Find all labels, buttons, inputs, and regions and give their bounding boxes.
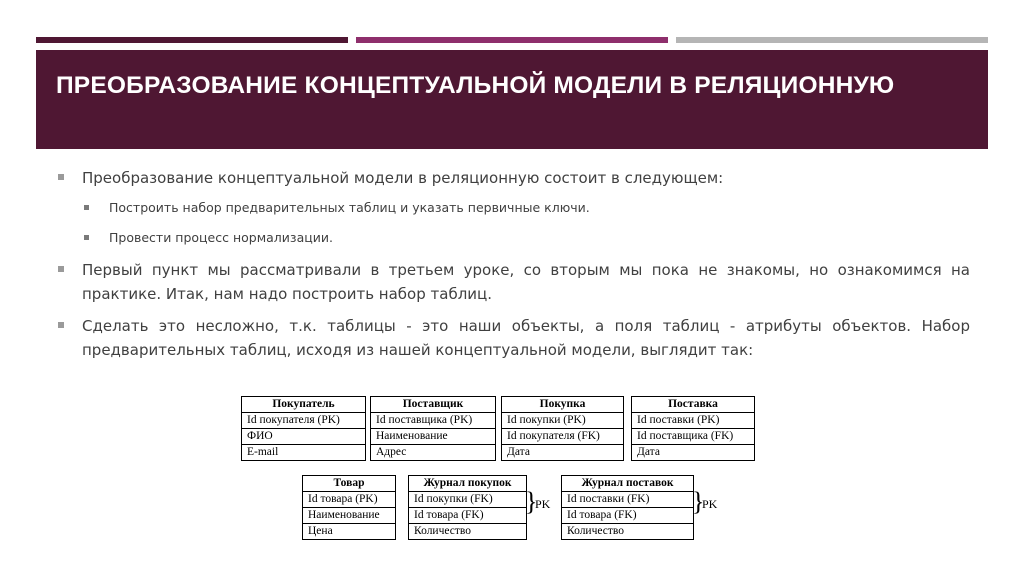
pk-label: PK	[535, 497, 551, 511]
table-field: Id поставщика (FK)	[632, 428, 754, 444]
bullet-3-text: Сделать это несложно, т.к. таблицы - это…	[82, 317, 970, 359]
table-field: Наименование	[371, 428, 495, 444]
pk-brace-icon: }	[525, 487, 538, 516]
table-header: Покупка	[539, 398, 586, 410]
table-field: Адрес	[371, 444, 495, 460]
sub-bullet-1-text: Построить набор предварительных таблиц и…	[109, 200, 590, 215]
table-field: Id покупки (FK)	[409, 491, 526, 507]
bullet-square-icon	[84, 235, 89, 240]
bullet-square-icon	[58, 322, 64, 328]
bullet-1-text: Преобразование концептуальной модели в р…	[82, 169, 724, 187]
bullet-2-text: Первый пункт мы рассматривали в третьем …	[82, 261, 970, 303]
table-field: Id товара (FK)	[562, 507, 693, 523]
table-field: Количество	[562, 523, 693, 539]
accent-bar-1	[36, 37, 348, 43]
slide-content: Преобразование концептуальной модели в р…	[58, 166, 970, 370]
table-purchase-log: Журнал покупок Id покупки (FK) Id товара…	[408, 475, 527, 540]
table-field: Количество	[409, 523, 526, 539]
pk-label: PK	[702, 497, 718, 511]
table-field: Id поставки (FK)	[562, 491, 693, 507]
bullet-1: Преобразование концептуальной модели в р…	[58, 166, 970, 190]
table-header: Покупатель	[272, 398, 335, 410]
table-field: Id товара (PK)	[303, 491, 395, 507]
bullet-square-icon	[84, 205, 89, 210]
table-supplier: Поставщик Id поставщика (PK) Наименовани…	[370, 396, 496, 461]
table-delivery-log: Журнал поставок Id поставки (FK) Id това…	[561, 475, 694, 540]
table-product: Товар Id товара (PK) Наименование Цена	[302, 475, 396, 540]
bullet-square-icon	[58, 266, 64, 272]
bullet-3: Сделать это несложно, т.к. таблицы - это…	[58, 314, 970, 362]
table-buyer: Покупатель Id покупателя (PK) ФИО E-mail	[241, 396, 366, 461]
table-field: Id покупателя (FK)	[502, 428, 623, 444]
slide-title: ПРЕОБРАЗОВАНИЕ КОНЦЕПТУАЛЬНОЙ МОДЕЛИ В Р…	[56, 72, 895, 99]
sub-bullet-2: Провести процесс нормализации.	[58, 228, 970, 248]
table-header: Товар	[333, 477, 365, 489]
sub-bullet-2-text: Провести процесс нормализации.	[109, 230, 333, 245]
table-field: Id поставки (PK)	[632, 412, 754, 428]
table-header: Журнал поставок	[581, 477, 674, 489]
table-delivery: Поставка Id поставки (PK) Id поставщика …	[631, 396, 755, 461]
table-purchase: Покупка Id покупки (PK) Id покупателя (F…	[501, 396, 624, 461]
bullet-square-icon	[58, 174, 64, 180]
table-field: Дата	[632, 444, 754, 460]
table-field: Id покупателя (PK)	[242, 412, 365, 428]
table-field: Цена	[303, 523, 395, 539]
table-field: Id покупки (PK)	[502, 412, 623, 428]
table-field: Id поставщика (PK)	[371, 412, 495, 428]
table-header: Журнал покупок	[423, 477, 512, 489]
table-header: Поставщик	[402, 398, 464, 410]
table-field: Дата	[502, 444, 623, 460]
bullet-2: Первый пункт мы рассматривали в третьем …	[58, 258, 970, 306]
title-band: ПРЕОБРАЗОВАНИЕ КОНЦЕПТУАЛЬНОЙ МОДЕЛИ В Р…	[36, 50, 988, 149]
table-field: ФИО	[242, 428, 365, 444]
pk-brace-icon: }	[692, 487, 705, 516]
table-field: E-mail	[242, 444, 365, 460]
table-header: Поставка	[668, 398, 718, 410]
accent-bar-2	[356, 37, 668, 43]
table-field: Id товара (FK)	[409, 507, 526, 523]
sub-bullet-1: Построить набор предварительных таблиц и…	[58, 198, 970, 218]
table-field: Наименование	[303, 507, 395, 523]
accent-bar-3	[676, 37, 988, 43]
